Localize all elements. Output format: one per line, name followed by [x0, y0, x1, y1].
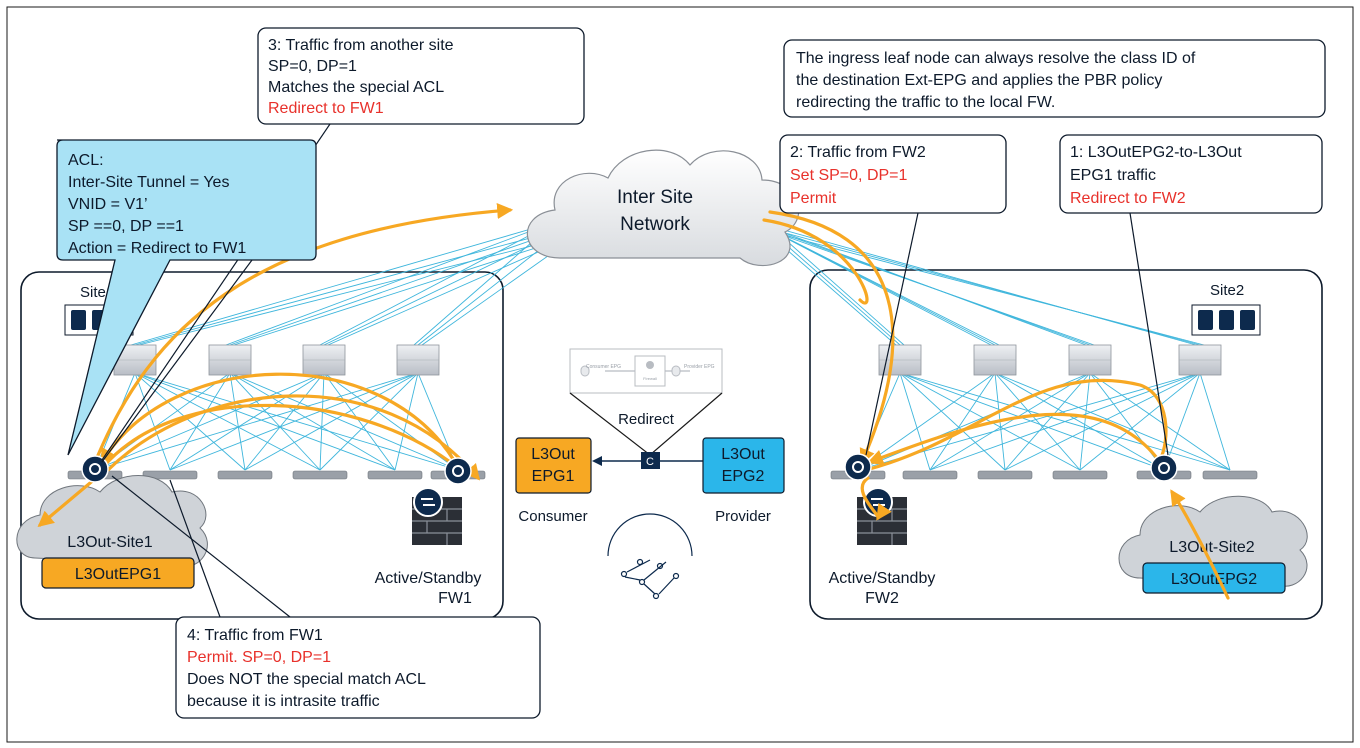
spine-switches: [113, 344, 1222, 376]
callout-4: 4: Traffic from FW1 Permit. SP=0, DP=1 D…: [175, 616, 541, 719]
fw2-label-line2: FW2: [865, 590, 899, 607]
leaf-gear-icon: [81, 455, 109, 483]
callout-3: 3: Traffic from another site SP=0, DP=1 …: [257, 27, 585, 125]
callout2-line3: Permit: [790, 190, 837, 207]
fw1-label-line2: FW1: [438, 590, 472, 607]
inter-site-network-cloud: Inter Site Network: [526, 149, 800, 267]
callout1-line3: Redirect to FW2: [1070, 190, 1186, 207]
network-label-line1: Inter Site: [617, 187, 693, 208]
callout1-line2: EPG1 traffic: [1070, 167, 1156, 184]
outer-frame: [6, 6, 1354, 743]
l3out-site2-cloud: L3Out-Site2 L3OutEPG2: [1118, 495, 1308, 594]
firewall-fw2: Active/Standby FW2: [829, 487, 936, 607]
mini-consumer-label: Consumer EPG: [586, 364, 621, 370]
acl-line: SP ==0, DP ==1: [68, 218, 184, 235]
callout4-line4: because it is intrasite traffic: [187, 693, 380, 710]
leaf-switch: [217, 470, 273, 480]
mini-provider-label: Provider EPG: [684, 364, 715, 370]
acl-line: Inter-Site Tunnel = Yes: [68, 174, 229, 191]
provider-role-label: Provider: [715, 508, 771, 525]
fw2-label-line1: Active/Standby: [829, 570, 936, 587]
service-graph: Consumer EPG Firewall Provider EPG Redir…: [515, 348, 785, 525]
callout-2: 2: Traffic from FW2 Set SP=0, DP=1 Permi…: [779, 134, 1007, 214]
l3outepg2-label: L3OutEPG2: [1171, 571, 1257, 588]
leaf-gear-icon: [844, 453, 872, 481]
apic-icon: [71, 310, 86, 330]
acl-line: Action = Redirect to FW1: [68, 240, 246, 257]
leaf-switches: [67, 470, 1258, 480]
apic-icon: [1240, 310, 1255, 330]
leaf-switch: [1202, 470, 1258, 480]
leaf-gear-icon: [444, 457, 472, 485]
callout4-line1: 4: Traffic from FW1: [187, 627, 323, 644]
traffic-paths: [37, 203, 1230, 600]
acl-callout: ACL: Inter-Site Tunnel = Yes VNID = V1’ …: [56, 139, 317, 456]
consumer-role-label: Consumer: [518, 508, 587, 525]
callout2-line1: 2: Traffic from FW2: [790, 144, 926, 161]
callout3-line2: SP=0, DP=1: [268, 58, 357, 75]
leaf-switch: [142, 470, 198, 480]
callout2-line2: Set SP=0, DP=1: [790, 167, 908, 184]
l3out-site2-label: L3Out-Site2: [1169, 539, 1254, 556]
leaf-switch: [367, 470, 423, 480]
l3out-site1-cloud: L3Out-Site1 L3OutEPG1: [16, 475, 208, 589]
network-label-line2: Network: [620, 214, 690, 235]
leaf-switch: [977, 470, 1033, 480]
callout3-line3: Matches the special ACL: [268, 79, 444, 96]
callout-1: 1: L3OutEPG2-to-L3Out EPG1 traffic Redir…: [1059, 134, 1323, 214]
callout1-line1: 1: L3OutEPG2-to-L3Out: [1070, 144, 1242, 161]
note-line3: redirecting the traffic to the local FW.: [796, 94, 1055, 111]
multisite-logo-icon: [607, 513, 693, 600]
callout4-line3: Does NOT the special match ACL: [187, 671, 426, 688]
consumer-epg-line2: EPG1: [532, 468, 575, 485]
callout4-line2: Permit. SP=0, DP=1: [187, 649, 331, 666]
note-line1: The ingress leaf node can always resolve…: [796, 50, 1196, 67]
note-line2: the destination Ext-EPG and applies the …: [796, 72, 1162, 89]
site2-badge: Site2: [1191, 282, 1261, 336]
acl-line: ACL:: [68, 152, 104, 169]
fw1-label-line1: Active/Standby: [375, 570, 482, 587]
callout3-line1: 3: Traffic from another site: [268, 37, 454, 54]
leaf-switch: [1052, 470, 1108, 480]
site2-boundary: [809, 269, 1323, 620]
l3outepg1-label: L3OutEPG1: [75, 566, 161, 583]
mini-firewall-label: Firewall: [643, 376, 657, 381]
firewall-fw1: Active/Standby FW1: [375, 487, 482, 607]
leaf-gear-icon: [1150, 454, 1178, 482]
redirect-label: Redirect: [618, 411, 675, 428]
callout3-line4: Redirect to FW1: [268, 100, 384, 117]
apic-icon: [1198, 310, 1213, 330]
apic-icon: [1219, 310, 1234, 330]
firewall-icon: [413, 487, 443, 517]
l3out-site1-label: L3Out-Site1: [67, 534, 152, 551]
provider-epg-line1: L3Out: [721, 446, 765, 463]
leaf-switch: [292, 470, 348, 480]
firewall-icon: [646, 361, 654, 369]
acl-line: VNID = V1’: [68, 196, 148, 213]
site2-label: Site2: [1210, 282, 1244, 299]
callout-pointers: [101, 123, 1169, 618]
provider-epg-line2: EPG2: [722, 468, 765, 485]
consumer-epg-line1: L3Out: [531, 446, 575, 463]
ingress-note-box: The ingress leaf node can always resolve…: [783, 39, 1326, 118]
leaf-switch: [902, 470, 958, 480]
contract-icon: C: [646, 456, 654, 468]
